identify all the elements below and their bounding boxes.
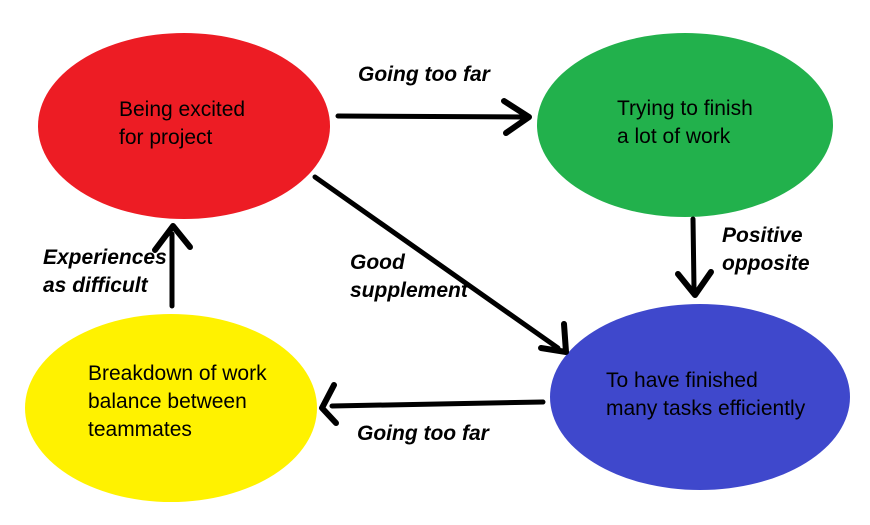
node-label-finished-tasks: To have finished many tasks efficiently <box>606 367 805 423</box>
node-ellipse-being-excited <box>38 33 330 219</box>
node-label-being-excited: Being excited for project <box>119 96 245 152</box>
edge-label-line: opposite <box>722 252 810 275</box>
edge-label-line: Going too far <box>358 63 490 86</box>
arrow-excited-to-trying <box>335 98 532 136</box>
edge-label-line: Experiences <box>43 246 167 269</box>
node-ellipse-breakdown <box>25 314 317 502</box>
edge-label-going-too-far-top: Going too far <box>358 61 490 89</box>
edge-label-good-supplement: Good supplement <box>350 249 468 305</box>
arrowhead-icon <box>152 223 193 253</box>
node-label-line: many tasks efficiently <box>606 397 806 420</box>
edge-label-line: Going too far <box>357 422 489 445</box>
arrow-trying-to-finished <box>675 216 714 298</box>
arrow-excited-to-finished <box>312 174 569 355</box>
edge-label-line: as difficult <box>43 274 148 297</box>
node-label-line: Breakdown of work <box>88 362 267 385</box>
arrowhead-icon <box>501 98 532 136</box>
node-label-line: for project <box>119 126 213 149</box>
node-label-line: To have finished <box>606 369 758 392</box>
edge-label-line: supplement <box>350 279 468 302</box>
node-label-line: teammates <box>88 418 192 441</box>
node-ellipse-trying-to-finish <box>537 33 833 217</box>
arrow-shaft <box>690 216 697 291</box>
arrow-shaft <box>312 174 561 351</box>
arrow-shaft <box>335 113 527 120</box>
arrowhead-icon <box>538 321 569 355</box>
arrow-shaft <box>329 399 546 409</box>
edge-label-positive-opposite: Positive opposite <box>722 222 810 278</box>
arrowhead-icon <box>319 382 339 426</box>
node-label-line: Being excited <box>119 98 246 121</box>
edge-label-going-too-far-bottom: Going too far <box>357 420 489 448</box>
node-label-line: a lot of work <box>617 125 731 148</box>
node-label-breakdown: Breakdown of work balance between teamma… <box>88 360 267 444</box>
node-label-trying-to-finish: Trying to finish a lot of work <box>617 95 753 151</box>
node-ellipse-finished-tasks <box>550 304 850 490</box>
edge-label-line: Positive <box>722 224 803 247</box>
node-label-line: balance between <box>88 390 247 413</box>
arrow-finished-to-breakdown <box>319 382 546 426</box>
arrow-breakdown-to-excited <box>152 223 193 309</box>
edge-label-line: Good <box>350 251 405 274</box>
arrowhead-icon <box>675 269 714 298</box>
edge-label-experiences-as-difficult: Experiences as difficult <box>43 244 167 300</box>
node-label-line: Trying to finish <box>617 97 753 120</box>
